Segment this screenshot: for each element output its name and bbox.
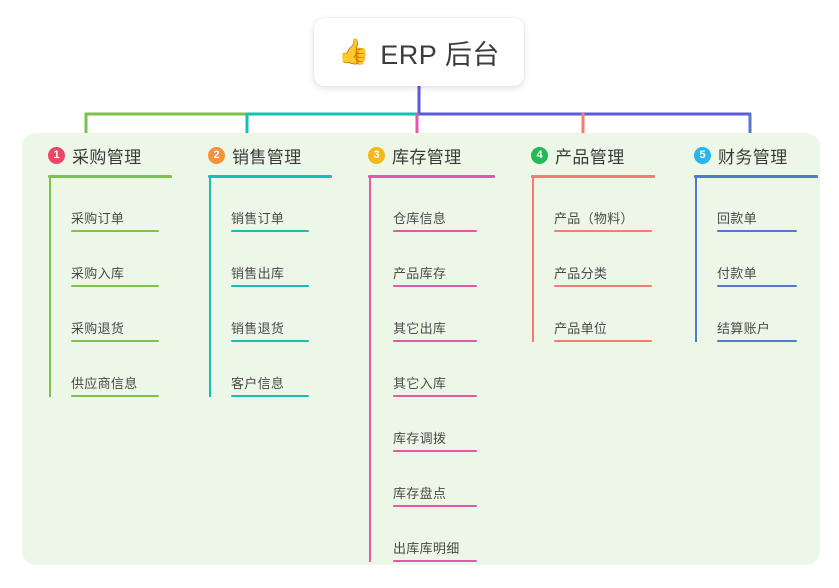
root-node[interactable]: 👍 ERP 后台 [314, 18, 524, 86]
branch-leaf-label: 仓库信息 [393, 211, 447, 226]
branch-leaf-rule [231, 230, 309, 232]
branch-leaf-label: 销售订单 [231, 211, 285, 226]
branch-leaf-rule [554, 340, 652, 342]
branch-leaf-rule [717, 285, 797, 287]
branch-leaf-label: 库存盘点 [393, 486, 447, 501]
branch-leaf-label: 采购退货 [71, 321, 125, 336]
branch-leaf-label: 回款单 [717, 211, 757, 226]
branch-header-3[interactable]: 3 库存管理 [368, 143, 462, 168]
branch-badge-1: 1 [48, 147, 65, 164]
branch-leaf-rule [71, 230, 159, 232]
branch-leaf-rule [231, 395, 309, 397]
branch-column-4: 4 产品管理产品（物料） 产品分类产品单位 [523, 133, 691, 565]
branch-header-rule-2 [208, 175, 332, 178]
branch-leaf-rule [393, 340, 477, 342]
branch-spine-2 [209, 177, 211, 397]
branch-leaf-label: 采购订单 [71, 211, 125, 226]
root-node-content: 👍 ERP 后台 [338, 33, 500, 72]
branch-leaf-rule [393, 285, 477, 287]
branch-leaf-rule [554, 285, 652, 287]
branch-title-4: 产品管理 [555, 148, 625, 167]
branch-column-2: 2 销售管理销售订单销售出库销售退货客户信息 [200, 133, 365, 565]
branch-leaf-rule [717, 340, 797, 342]
branch-badge-2: 2 [208, 147, 225, 164]
branch-columns: 1 采购管理采购订单采购入库采购退货供应商信息 2 销售管理销售订单销售出库销售退货客… [22, 133, 820, 565]
thumbs-up-icon: 👍 [338, 37, 370, 66]
branch-header-rule-4 [531, 175, 655, 178]
branch-header-rule-1 [48, 175, 172, 178]
branch-leaf-label: 结算账户 [717, 321, 771, 336]
branch-leaf-rule [554, 230, 652, 232]
branch-leaf-rule [393, 505, 477, 507]
branch-leaf-rule [393, 450, 477, 452]
branch-leaf-rule [231, 285, 309, 287]
branch-leaf-rule [393, 230, 477, 232]
branch-leaf-label: 销售出库 [231, 266, 285, 281]
branch-leaf-rule [71, 395, 159, 397]
branch-badge-5: 5 [694, 147, 711, 164]
branch-column-3: 3 库存管理仓库信息产品库存其它出库其它入库库存调拨库存盘点出库库明细 [360, 133, 528, 565]
branch-column-1: 1 采购管理采购订单采购入库采购退货供应商信息 [40, 133, 205, 565]
branch-title-5: 财务管理 [718, 148, 788, 167]
branch-spine-4 [532, 177, 534, 342]
branch-leaf-rule [393, 560, 477, 562]
branch-leaf-label: 产品库存 [393, 266, 447, 281]
branch-header-2[interactable]: 2 销售管理 [208, 143, 302, 168]
branch-leaf-label: 供应商信息 [71, 376, 138, 391]
branch-leaf-rule [71, 340, 159, 342]
branch-leaf-label: 付款单 [717, 266, 757, 281]
branches-panel [22, 133, 820, 565]
branch-leaf-label: 采购入库 [71, 266, 125, 281]
branch-spine-1 [49, 177, 51, 397]
branch-title-2: 销售管理 [232, 148, 302, 167]
branch-leaf-label: 产品（物料） [554, 211, 634, 226]
branch-badge-4: 4 [531, 147, 548, 164]
branch-leaf-label: 客户信息 [231, 376, 285, 391]
branch-leaf-label: 销售退货 [231, 321, 285, 336]
branch-leaf-label: 库存调拨 [393, 431, 447, 446]
branch-spine-3 [369, 177, 371, 562]
branch-header-4[interactable]: 4 产品管理 [531, 143, 625, 168]
branch-leaf-label: 产品分类 [554, 266, 608, 281]
branch-leaf-rule [393, 395, 477, 397]
branch-leaf-rule [717, 230, 797, 232]
branch-leaf-label: 产品单位 [554, 321, 608, 336]
branch-leaf-rule [71, 285, 159, 287]
branch-header-5[interactable]: 5 财务管理 [694, 143, 788, 168]
branch-header-rule-3 [368, 175, 495, 178]
branch-leaf-label: 其它入库 [393, 376, 447, 391]
branch-leaf-rule [231, 340, 309, 342]
branch-title-3: 库存管理 [392, 148, 462, 167]
branch-badge-3: 3 [368, 147, 385, 164]
branch-spine-5 [695, 177, 697, 342]
branch-leaf-label: 其它出库 [393, 321, 447, 336]
branch-header-rule-5 [694, 175, 818, 178]
root-node-title: ERP 后台 [380, 39, 500, 70]
branch-leaf-label: 出库库明细 [393, 541, 460, 556]
branch-header-1[interactable]: 1 采购管理 [48, 143, 142, 168]
branch-column-5: 5 财务管理回款单付款单结算账户 [686, 133, 839, 565]
branch-title-1: 采购管理 [72, 148, 142, 167]
